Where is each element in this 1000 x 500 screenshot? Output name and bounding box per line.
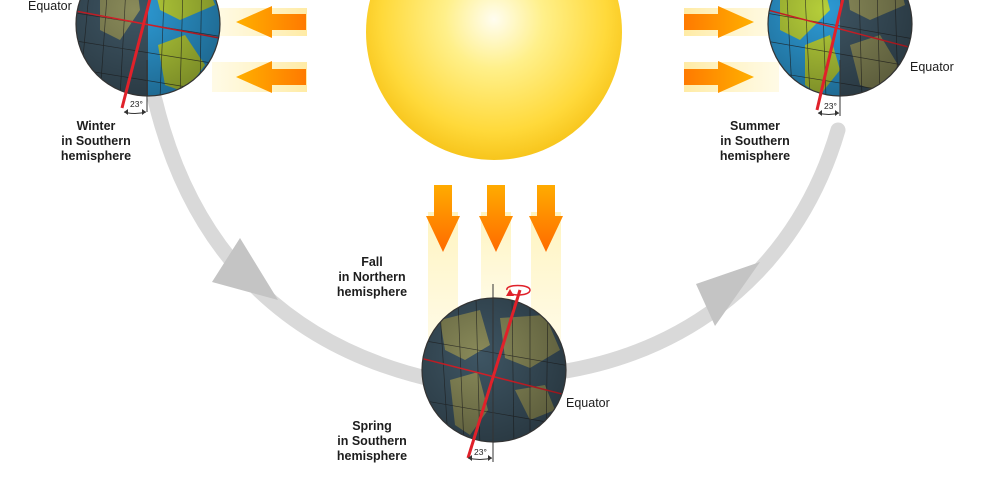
earth-axis — [466, 289, 522, 459]
ray-arrow — [684, 61, 754, 93]
svg-text:Winter: Winter — [77, 119, 116, 133]
svg-text:hemisphere: hemisphere — [337, 449, 407, 463]
equator-label-left: Equator — [28, 0, 72, 13]
sunlight-rays-left — [212, 6, 307, 93]
orbit-direction-arrow — [212, 238, 278, 300]
tilt-angle-label-bottom: 23° — [474, 447, 487, 457]
equator-label-bottom: Equator — [566, 396, 610, 410]
sunlight-rays-down — [426, 185, 563, 342]
sunlight-rays-right — [684, 6, 779, 93]
svg-text:Summer: Summer — [730, 119, 780, 133]
svg-text:Spring: Spring — [352, 419, 392, 433]
tilt-angle-label-left: 23° — [130, 99, 143, 109]
svg-text:in Southern: in Southern — [720, 134, 789, 148]
summer-southern-caption: Summer in Southern hemisphere — [720, 119, 790, 163]
earth-axis — [120, 0, 152, 109]
ray-arrow — [479, 185, 513, 252]
ray-arrow — [529, 185, 563, 252]
svg-text:hemisphere: hemisphere — [61, 149, 131, 163]
earth-axis — [815, 0, 845, 111]
sun — [366, 0, 622, 160]
equator-label-right: Equator — [910, 60, 954, 74]
ray-arrow — [426, 185, 460, 252]
svg-text:in Southern: in Southern — [61, 134, 130, 148]
svg-text:in Southern: in Southern — [337, 434, 406, 448]
earth-globe-summer-south — [767, 0, 913, 116]
winter-southern-caption: Winter in Southern hemisphere — [61, 119, 131, 163]
orbit — [147, 92, 846, 388]
orbit-ring — [552, 122, 846, 380]
rotation-arrow-icon — [506, 284, 531, 296]
svg-text:hemisphere: hemisphere — [720, 149, 790, 163]
orbit-direction-arrow — [696, 262, 760, 326]
svg-text:hemisphere: hemisphere — [337, 285, 407, 299]
svg-text:Fall: Fall — [361, 255, 383, 269]
spring-southern-caption: Spring in Southern hemisphere — [337, 419, 407, 463]
ray-arrow — [684, 6, 754, 38]
orbit-ring — [147, 92, 443, 388]
ray-arrow — [236, 61, 306, 93]
ray-arrow — [236, 6, 306, 38]
earth-globe-equinox — [421, 284, 567, 462]
tilt-angle-label-right: 23° — [824, 101, 837, 111]
svg-text:in Northern: in Northern — [338, 270, 405, 284]
fall-northern-caption: Fall in Northern hemisphere — [337, 255, 407, 299]
